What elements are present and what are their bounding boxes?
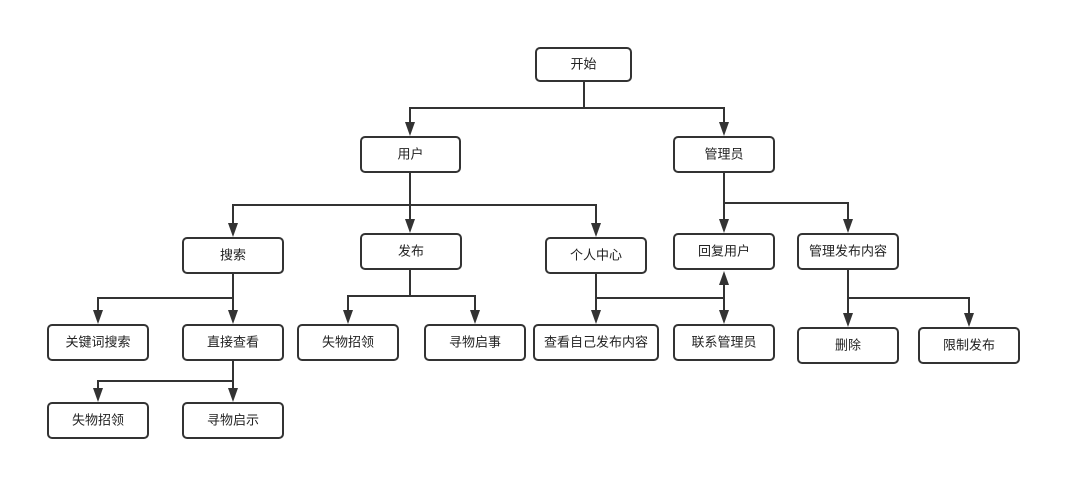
node-search-label: 搜索	[220, 249, 246, 264]
arrowhead	[719, 271, 729, 285]
arrowhead	[964, 313, 974, 327]
node-manage-published: 管理发布内容	[797, 233, 899, 270]
node-lost-item-notice: 寻物启事	[424, 324, 526, 361]
node-reply-user: 回复用户	[673, 233, 775, 270]
node-keyword-search-label: 关键词搜索	[65, 336, 130, 351]
edge-admin-manage	[724, 202, 849, 222]
node-admin-label: 管理员	[704, 148, 743, 163]
node-direct-view-label: 直接查看	[207, 335, 259, 351]
arrowhead	[719, 122, 729, 136]
arrowhead	[719, 310, 729, 324]
edge-personal-contact	[596, 297, 725, 313]
arrowhead	[591, 310, 601, 324]
node-personal-center: 个人中心	[545, 237, 647, 274]
node-restrict-publish-label: 限制发布	[943, 338, 995, 354]
edge-start-user	[409, 81, 585, 125]
node-contact-admin-label: 联系管理员	[691, 336, 756, 351]
node-reply-user-label: 回复用户	[698, 244, 750, 260]
arrowheads	[93, 122, 974, 402]
node-direct-view: 直接查看	[182, 324, 284, 361]
arrowhead	[591, 223, 601, 237]
node-manage-published-label: 管理发布内容	[809, 244, 887, 260]
node-publish-label: 发布	[398, 244, 424, 260]
arrowhead	[405, 122, 415, 136]
edge-search-keyword	[97, 273, 234, 313]
node-view-own-published-label: 查看自己发布内容	[544, 335, 648, 351]
node-personal-center-label: 个人中心	[570, 249, 622, 264]
node-publish: 发布	[360, 233, 462, 270]
node-direct-lost-item-label: 寻物启示	[207, 414, 259, 429]
node-keyword-search: 关键词搜索	[47, 324, 149, 361]
arrowhead	[228, 223, 238, 237]
node-view-own-published: 查看自己发布内容	[533, 324, 659, 361]
node-restrict-publish: 限制发布	[918, 327, 1020, 364]
arrowhead	[843, 313, 853, 327]
arrowhead	[93, 388, 103, 402]
edge-publish-lostfound	[347, 269, 411, 313]
arrowhead	[93, 310, 103, 324]
node-lost-item-notice-label: 寻物启事	[449, 336, 501, 351]
arrowhead	[228, 310, 238, 324]
arrowhead	[719, 219, 729, 233]
node-lost-found-claim-label: 失物招领	[322, 336, 374, 351]
node-search: 搜索	[182, 237, 284, 274]
arrowhead	[228, 388, 238, 402]
node-start-label: 开始	[570, 58, 596, 73]
node-direct-lost-item: 寻物启示	[182, 402, 284, 439]
node-lost-found-claim: 失物招领	[297, 324, 399, 361]
node-contact-admin: 联系管理员	[673, 324, 775, 361]
node-user: 用户	[360, 136, 461, 173]
node-direct-lost-found-label: 失物招领	[72, 414, 124, 429]
node-start: 开始	[535, 47, 632, 82]
edge-publish-lostitem	[410, 295, 476, 313]
node-direct-lost-found: 失物招领	[47, 402, 149, 439]
arrowhead	[470, 310, 480, 324]
edge-user-search	[232, 172, 411, 226]
edge-manage-restrict	[848, 297, 970, 316]
arrowhead	[843, 219, 853, 233]
node-admin: 管理员	[673, 136, 775, 173]
arrowhead	[405, 219, 415, 233]
node-delete: 删除	[797, 327, 899, 364]
edge-direct-lostfound	[97, 360, 234, 391]
node-delete-label: 删除	[835, 339, 861, 354]
node-user-label: 用户	[397, 147, 423, 163]
edge-user-personal	[410, 204, 597, 226]
arrowhead	[343, 310, 353, 324]
edge-start-admin	[584, 107, 725, 125]
